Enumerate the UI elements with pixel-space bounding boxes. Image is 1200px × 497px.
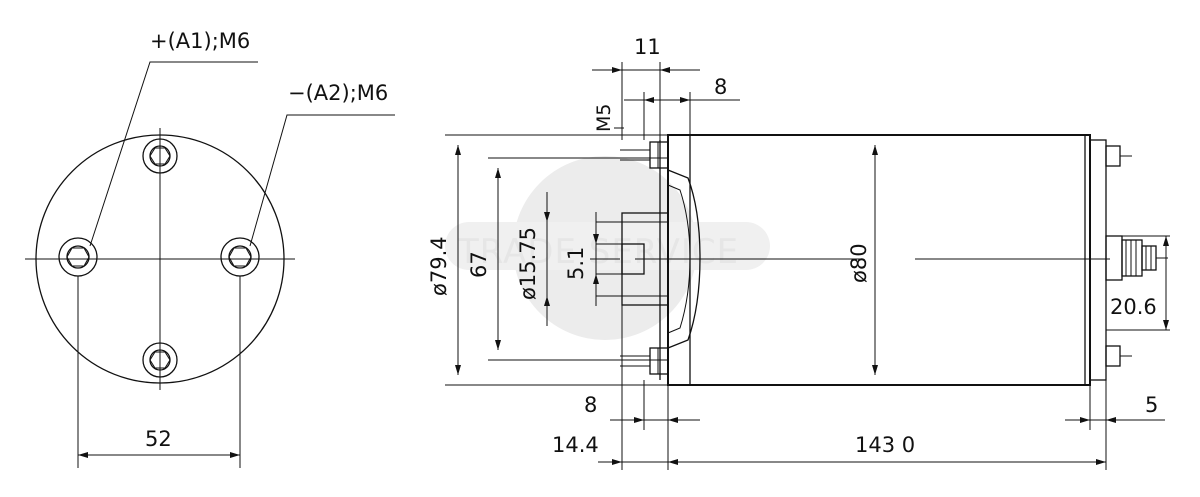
dim-key: 5.1 (564, 247, 588, 280)
dim-body-length: 143 0 (855, 433, 915, 457)
dim-shaft-dia: ø15.75 (516, 227, 540, 300)
dim-front-length: 14.4 (552, 433, 599, 457)
flange-bolt-top (620, 141, 669, 169)
watermark-text: TRADE SERVICE (457, 232, 739, 272)
end-view: +(A1);M6 −(A2);M6 52 (25, 29, 395, 468)
leader-a1 (89, 61, 258, 247)
dim-boss-width: 8 (714, 75, 727, 99)
terminal-a1 (58, 237, 98, 277)
dim-bolt-circle: 52 (145, 427, 172, 451)
top-bolt (142, 138, 178, 174)
dim-thread: M5 (593, 104, 615, 132)
leader-a2 (249, 114, 395, 247)
pilot-boss (667, 169, 701, 349)
watermark: TRADE SERVICE (445, 156, 770, 340)
pilot-boss-inner (667, 184, 691, 334)
side-view: 11 8 M5 ø79.4 67 ø15.75 5.1 (427, 35, 1170, 470)
end-cap (1089, 139, 1107, 381)
bottom-bolt (142, 342, 178, 378)
dim-flange-offset: 11 (634, 35, 661, 59)
label-terminal-positive: +(A1);M6 (150, 29, 250, 53)
end-cap-bolt-top (1105, 145, 1132, 167)
dim-terminal-height: 20.6 (1110, 295, 1157, 319)
end-terminal-stud (1105, 235, 1168, 281)
label-terminal-negative: −(A2);M6 (288, 81, 388, 105)
dim-lower-boss: 8 (584, 393, 597, 417)
flange-bolt-bottom (620, 347, 669, 375)
dim-pilot: 67 (467, 251, 491, 278)
dim-flange-dia: ø79.4 (427, 236, 451, 296)
dim-body-dia: ø80 (847, 243, 871, 283)
terminal-a2 (220, 237, 260, 277)
end-cap-bolt-bottom (1105, 345, 1132, 367)
dim-end-cap: 5 (1145, 393, 1158, 417)
